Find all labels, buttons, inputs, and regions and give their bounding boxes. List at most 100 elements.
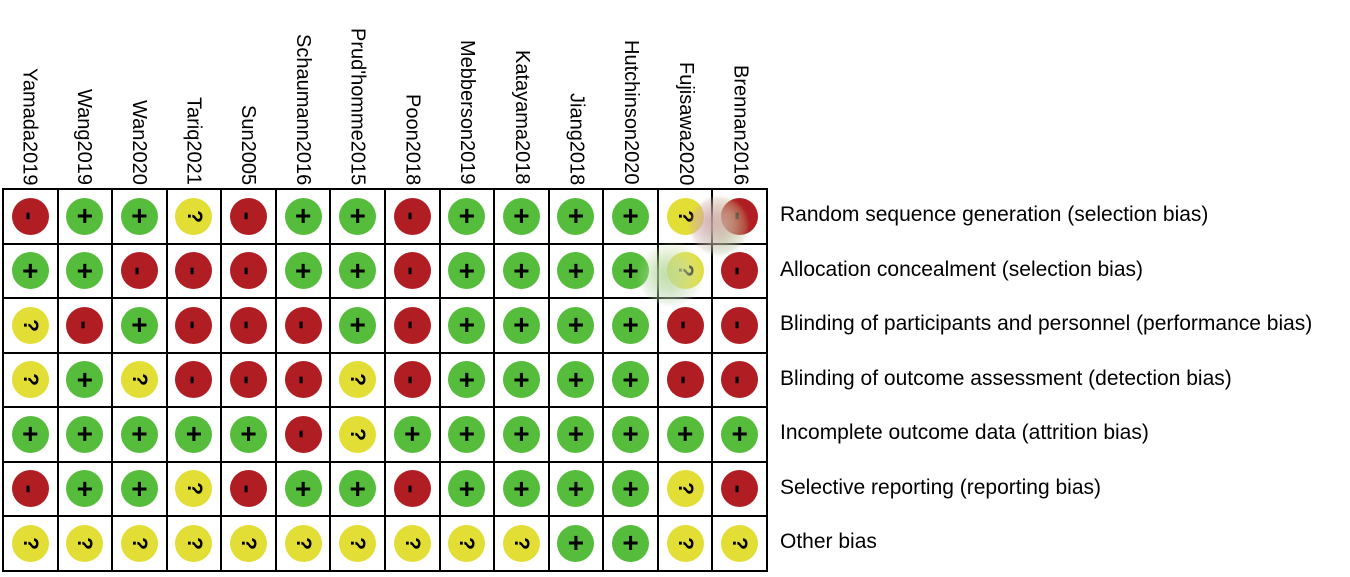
rob-cell: - [275,298,331,353]
rob-cell: - [712,352,767,407]
study-headers: Yamada2019 Wang2019 Wan2020 Tariq2021 Sun200… [2,0,768,188]
judgement-circle-minus: - [284,306,322,344]
rob-cell: - [712,243,767,298]
plus-icon: + [567,309,585,341]
rob-cell: + [275,243,331,298]
rob-cell: - [712,461,767,516]
rob-cell: + [657,407,713,462]
judgement-circle-plus: + [66,252,104,290]
question-icon: ? [728,536,752,550]
judgement-circle-plus: + [502,197,540,235]
rob-cell: + [603,407,658,462]
rob-cell: + [439,298,495,353]
rob-cell: + [330,243,385,298]
plus-icon: + [567,472,585,504]
study-header-label: Hutchinson2020 [620,40,643,185]
rob-cell: + [712,407,767,462]
question-icon: ? [73,536,97,550]
minus-icon: - [233,484,264,494]
minus-icon: - [397,375,428,385]
plus-icon: + [76,254,94,286]
minus-icon: - [397,266,428,276]
question-icon: ? [346,536,370,550]
rob-cell: + [221,407,276,462]
study-header-label: Jiang2018 [565,92,588,185]
minus-icon: - [15,484,46,494]
rob-cell: ? [657,461,713,516]
rob-cell: + [548,243,604,298]
rob-cell: - [57,298,113,353]
question-icon: ? [237,536,261,550]
plus-icon: + [349,200,366,232]
minus-icon: - [233,266,264,276]
judgement-circle-question: ? [666,470,704,508]
rob-cell: + [330,298,385,353]
judgement-circle-question: ? [284,524,322,562]
plus-icon: + [131,418,148,450]
rob-cell: + [603,243,658,298]
judgement-circle-question: ? [11,361,49,399]
plus-icon: + [349,254,366,286]
rob-cell: ? [712,516,767,571]
rob-cell: - [3,189,58,244]
question-icon: ? [182,482,206,496]
study-header-label: Prud'homme2015 [346,27,369,185]
rob-cell: + [548,461,604,516]
rob-cell: ? [3,516,58,571]
judgement-circle-plus: + [393,415,431,453]
judgement-circle-plus: + [448,252,486,290]
study-header-label: Wang2019 [73,89,96,185]
rob-cell: - [712,298,767,353]
judgement-circle-minus: - [393,252,431,290]
rob-cell: + [494,407,549,462]
minus-icon: - [397,211,428,221]
rob-cell: + [330,461,385,516]
plus-icon: + [22,418,39,450]
plus-icon: + [22,254,39,286]
plus-icon: + [567,254,585,286]
judgement-circle-minus: - [284,415,322,453]
study-header-label: Sun2005 [237,104,260,185]
judgement-circle-question: ? [502,524,540,562]
minus-icon: - [288,429,319,439]
minus-icon: - [15,211,46,221]
judgement-circle-plus: + [339,306,377,344]
rob-cell: - [112,243,167,298]
plus-icon: + [185,418,203,450]
minus-icon: - [288,320,319,330]
judgement-circle-plus: + [612,197,650,235]
judgement-circle-question: ? [448,524,486,562]
rob-cell: - [385,243,440,298]
plus-icon: + [731,418,748,450]
study-header: Mebberson2019 [440,0,495,188]
judgement-circle-minus: - [11,470,49,508]
plus-icon: + [513,309,530,341]
study-header-label: Yamada2019 [18,67,41,186]
plus-icon: + [76,472,94,504]
plus-icon: + [349,472,366,504]
plus-icon: + [622,527,639,559]
judgement-circle-question: ? [339,361,377,399]
judgement-circle-plus: + [612,361,650,399]
question-icon: ? [127,536,151,550]
judgement-circle-minus: - [284,361,322,399]
plus-icon: + [294,200,312,232]
judgement-circle-question: ? [66,524,104,562]
judgement-circle-question: ? [666,524,704,562]
judgement-circle-plus: + [502,470,540,508]
study-header-label: Wan2020 [127,100,150,185]
question-icon: ? [346,373,370,387]
study-header: Wan2020 [111,0,166,188]
rob-cell: - [275,352,331,407]
study-header: Sun2005 [221,0,276,188]
question-icon: ? [673,482,697,496]
question-icon: ? [673,264,697,278]
rob-cell: + [548,352,604,407]
study-header-label: Poon2018 [401,93,424,185]
judgement-circle-plus: + [612,252,650,290]
judgement-circle-plus: + [66,197,104,235]
minus-icon: - [724,320,755,330]
study-header-label: Tariq2021 [182,97,205,185]
judgement-circle-minus: - [393,361,431,399]
